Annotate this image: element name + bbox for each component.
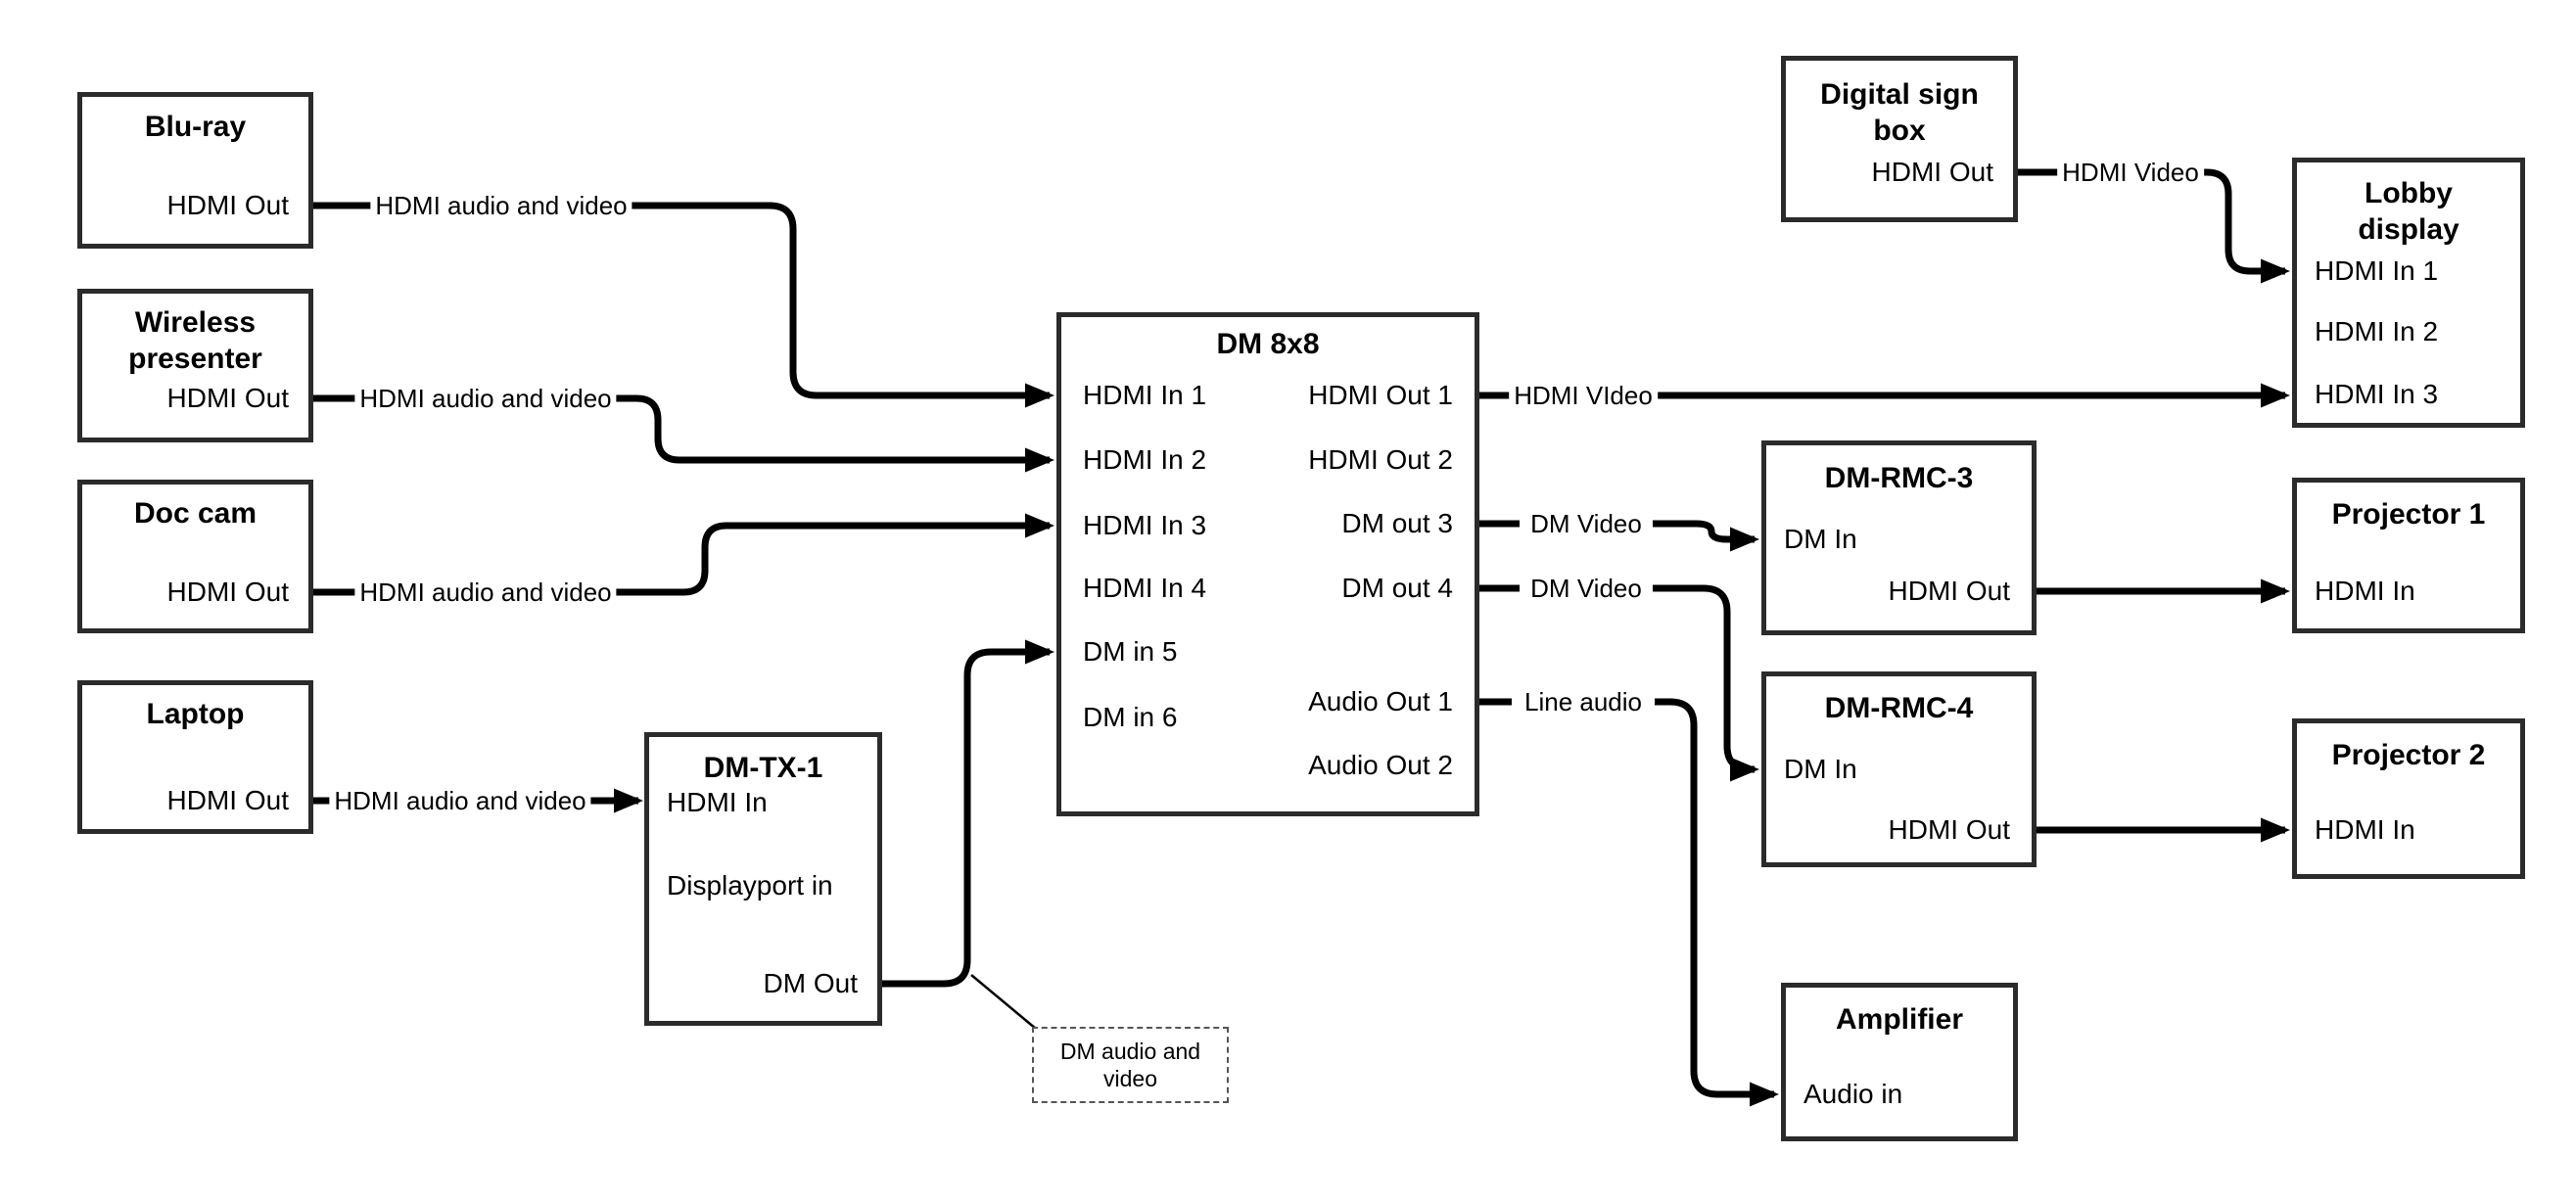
wire-label-dmout4: DM Video xyxy=(1525,574,1647,603)
node-dmrmc4: DM-RMC-4 DM In HDMI Out xyxy=(1761,671,2037,867)
wire-label-laptop: HDMI audio and video xyxy=(329,786,591,815)
port-wireless-hdmi-out: HDMI Out xyxy=(166,383,289,413)
port-lobby-hdmi-in1: HDMI In 1 xyxy=(2315,255,2439,286)
port-dmrmc3-hdmi-out: HDMI Out xyxy=(1888,576,2010,606)
node-amp-title: Amplifier xyxy=(1835,1003,1964,1036)
wire-label-hdmiout1: HDMI VIdeo xyxy=(1509,381,1658,410)
node-amplifier: Amplifier Audio in xyxy=(1781,983,2018,1141)
node-dmrmc3: DM-RMC-3 DM In HDMI Out xyxy=(1761,440,2037,635)
port-dm8x8-dm-out3: DM out 3 xyxy=(1341,508,1453,538)
port-lobby-hdmi-in3: HDMI In 3 xyxy=(2315,379,2439,409)
port-dm8x8-hdmi-out1: HDMI Out 1 xyxy=(1308,380,1453,410)
port-dm8x8-audio-out2: Audio Out 2 xyxy=(1308,750,1453,780)
wire-doccam-to-dm8x8-in3-b xyxy=(607,513,1055,596)
wire-label-doccam: HDMI audio and video xyxy=(354,577,617,607)
node-bluray: Blu-ray HDMI Out xyxy=(77,92,313,249)
port-proj2-hdmi-in: HDMI In xyxy=(2315,814,2415,845)
port-dm8x8-hdmi-in4: HDMI In 4 xyxy=(1083,573,1207,603)
port-dm8x8-hdmi-in3: HDMI In 3 xyxy=(1083,510,1207,540)
node-dm8x8: DM 8x8 HDMI In 1 HDMI In 2 HDMI In 3 HDM… xyxy=(1056,312,1479,816)
port-bluray-hdmi-out: HDMI Out xyxy=(166,190,289,220)
node-dmtx1: DM-TX-1 HDMI In Displayport in DM Out xyxy=(644,732,882,1026)
port-laptop-hdmi-out: HDMI Out xyxy=(166,785,289,815)
node-projector2: Projector 2 HDMI In xyxy=(2292,718,2525,879)
node-proj2-title: Projector 2 xyxy=(2331,739,2486,771)
port-dmrmc3-dm-in: DM In xyxy=(1784,524,1857,554)
wire-label-wireless: HDMI audio and video xyxy=(354,384,617,413)
port-dm8x8-audio-out1: Audio Out 1 xyxy=(1308,686,1453,716)
port-lobby-hdmi-in2: HDMI In 2 xyxy=(2315,316,2439,346)
node-digital-sign-box: Digital sign box HDMI Out xyxy=(1781,56,2018,222)
port-proj1-hdmi-in: HDMI In xyxy=(2315,576,2415,606)
wire-dm8x8-audio1-to-amp-b xyxy=(1655,698,1780,1107)
node-laptop: Laptop HDMI Out xyxy=(77,680,313,834)
wire-sign-to-lobby-in1-b xyxy=(2199,168,2291,284)
node-laptop-title: Laptop xyxy=(146,698,245,730)
port-dmrmc4-dm-in: DM In xyxy=(1784,754,1857,784)
wire-bluray-to-dm8x8-in1-b xyxy=(623,202,1055,408)
node-digitalsign-title: Digital sign box xyxy=(1820,78,1979,147)
port-dm8x8-dm-in6: DM in 6 xyxy=(1083,702,1178,732)
wire-dmtx1-to-dm8x8-in5 xyxy=(882,639,1055,988)
node-wireless-title: Wireless presenter xyxy=(128,306,262,375)
port-dm8x8-hdmi-out2: HDMI Out 2 xyxy=(1308,444,1453,475)
port-dm8x8-dm-in5: DM in 5 xyxy=(1083,636,1178,667)
node-lobby-display: Lobby display HDMI In 1 HDMI In 2 HDMI I… xyxy=(2292,158,2525,428)
node-bluray-title: Blu-ray xyxy=(144,111,247,143)
node-dmrmc3-title: DM-RMC-3 xyxy=(1824,462,1974,494)
wire-dm8x8-out4-to-dmrmc4-b xyxy=(1653,584,1760,782)
port-dmtx1-displayport-in: Displayport in xyxy=(667,870,833,901)
port-dmtx1-dm-out: DM Out xyxy=(763,968,858,998)
port-digitalsign-hdmi-out: HDMI Out xyxy=(1871,157,1993,187)
port-dm8x8-hdmi-in1: HDMI In 1 xyxy=(1083,380,1207,410)
wire-label-sign: HDMI Video xyxy=(2057,158,2204,187)
wire-label-dmout3: DM Video xyxy=(1525,509,1647,538)
port-doccam-hdmi-out: HDMI Out xyxy=(166,577,289,607)
wire-dm8x8-out3-to-dmrmc3-b xyxy=(1653,520,1760,552)
node-doc-cam: Doc cam HDMI Out xyxy=(77,480,313,633)
wire-label-audioout1: Line audio xyxy=(1520,687,1647,716)
node-wireless-presenter: Wireless presenter HDMI Out xyxy=(77,289,313,442)
node-lobby-title: Lobby display xyxy=(2358,177,2459,246)
node-proj1-title: Projector 1 xyxy=(2331,498,2486,531)
port-dm8x8-dm-out4: DM out 4 xyxy=(1341,573,1453,603)
node-dmtx1-title: DM-TX-1 xyxy=(703,752,823,784)
callout-leader-line xyxy=(970,974,1037,1030)
port-dmtx1-hdmi-in: HDMI In xyxy=(667,787,768,817)
wire-wireless-to-dm8x8-in2-b xyxy=(607,394,1055,473)
callout-dm-audio-video: DM audio and video xyxy=(1032,1027,1229,1103)
callout-text: DM audio and video xyxy=(1059,1039,1201,1091)
node-dm8x8-title: DM 8x8 xyxy=(1216,328,1320,360)
node-projector1: Projector 1 HDMI In xyxy=(2292,478,2525,633)
node-doccam-title: Doc cam xyxy=(133,497,258,530)
port-dmrmc4-hdmi-out: HDMI Out xyxy=(1888,814,2010,845)
node-dmrmc4-title: DM-RMC-4 xyxy=(1824,692,1974,724)
port-dm8x8-hdmi-in2: HDMI In 2 xyxy=(1083,444,1207,475)
port-amp-audio-in: Audio in xyxy=(1803,1079,1903,1109)
wire-label-bluray: HDMI audio and video xyxy=(370,191,632,220)
